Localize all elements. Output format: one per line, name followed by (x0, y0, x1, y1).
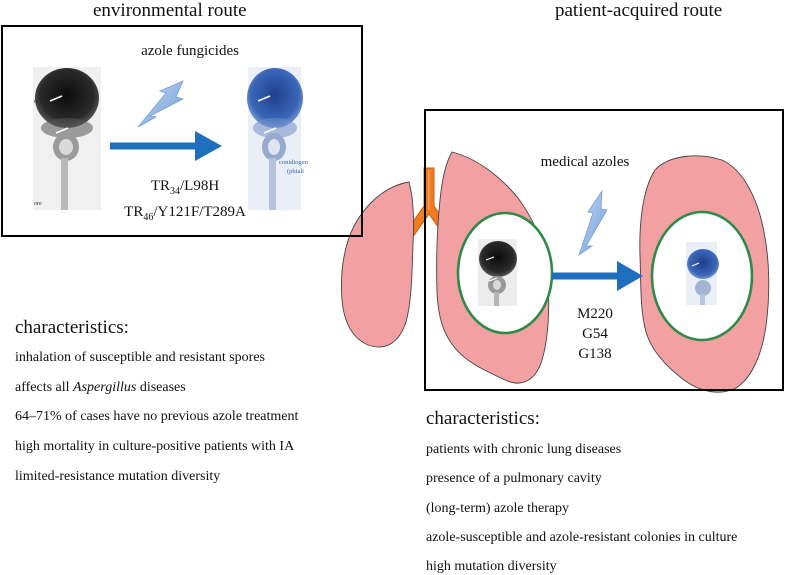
env-characteristic-2: affects all Aspergillus diseases (15, 380, 186, 395)
mutation-g138: G138 (578, 346, 612, 362)
environmental-mutations: TR34/L98H TR46/Y121F/T289A (100, 176, 270, 228)
env-characteristic-5: limited-resistance mutation diversity (15, 469, 221, 484)
environmental-route-panel (1, 25, 363, 237)
patient-acquired-route-panel (424, 109, 784, 391)
env-characteristic-4: high mortality in culture-positive patie… (15, 439, 295, 454)
azole-fungicides-label: azole fungicides (141, 43, 239, 59)
env-characteristic-3: 64–71% of cases have no previous azole t… (15, 409, 299, 424)
lightning-bolt-icon (137, 80, 185, 128)
patient-characteristic-2: presence of a pulmonary cavity (426, 471, 602, 486)
environmental-characteristics-title: characteristics: (15, 317, 129, 338)
treatment-arrow-2 (552, 261, 643, 291)
patient-acquired-route-heading: patient-acquired route (555, 0, 723, 21)
patient-mutations: M220 G54 G138 (565, 304, 625, 364)
patient-characteristic-3: (long-term) azole therapy (426, 501, 570, 516)
patient-characteristic-1: patients with chronic lung diseases (426, 442, 622, 457)
fungus-photo-susceptible: ns ore (33, 67, 101, 210)
photo-text-conidiogen: conidiogen (279, 159, 309, 166)
environmental-route-heading: environmental route (93, 0, 247, 21)
pointer-arrow-2 (55, 127, 69, 134)
aspergillus-italic: Aspergillus (73, 380, 137, 395)
patient-characteristic-4: azole-susceptible and azole-resistant co… (426, 530, 738, 545)
patient-characteristic-5: high mutation diversity (426, 559, 557, 574)
mutation-tr46: TR46/Y121F/T289A (124, 204, 246, 223)
left-lung (340, 181, 414, 348)
mutation-tr34: TR34/L98H (150, 178, 220, 197)
photo-text-ns: ns (34, 99, 40, 105)
lightning-bolt-icon-2 (578, 189, 608, 257)
treatment-arrow (110, 131, 222, 161)
photo-text-ore: ore (34, 201, 42, 207)
fungus-photo-resistant: conidiogen (phiali (247, 67, 309, 210)
cavity-fungus-photo-resistant (686, 242, 719, 305)
cavity-fungus-photo-susceptible (478, 239, 517, 306)
medical-azoles-label: medical azoles (540, 154, 630, 170)
patient-characteristics-title: characteristics: (426, 408, 540, 429)
env-characteristic-1: inhalation of susceptible and resistant … (15, 350, 265, 365)
photo-text-phiali: (phiali (287, 168, 304, 175)
pointer-arrow-1 (49, 95, 63, 102)
mutation-m220: M220 (577, 306, 613, 322)
mutation-g54: G54 (582, 326, 608, 342)
